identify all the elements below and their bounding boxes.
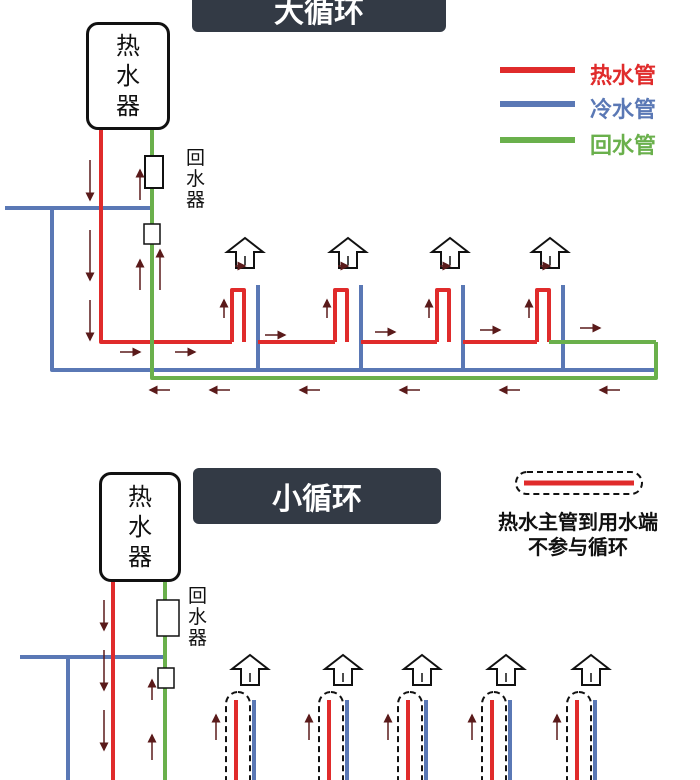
- small-faucet-icon-4: [485, 653, 527, 686]
- small-faucet-icon-2: [322, 653, 364, 686]
- small-return-device-icon: [156, 599, 180, 637]
- cold-supply-pipe: [50, 208, 657, 372]
- small-loop-return-device-label: 回水器: [188, 585, 208, 649]
- pump-icon: [143, 223, 161, 245]
- return-device-icon: [144, 155, 164, 189]
- note-dashed-capsule: [515, 471, 643, 495]
- note-line-2: 不参与循环: [528, 535, 628, 559]
- big-loop-heater: 热 水 器: [86, 22, 170, 130]
- dashed-outline-5: [566, 691, 592, 780]
- hot-riser-3: [435, 288, 451, 342]
- hot-riser-1: [230, 288, 246, 342]
- heater-char-3: 器: [128, 543, 152, 571]
- heater-char-1: 热: [116, 32, 140, 60]
- faucet-icon-2: [327, 236, 369, 269]
- heater-char-2: 水: [116, 62, 140, 90]
- return-pipe: [150, 130, 658, 380]
- faucet-icon-1: [224, 236, 266, 269]
- small-faucet-icon-3: [401, 653, 443, 686]
- small-loop-note: 热水主管到用水端 不参与循环: [458, 510, 698, 560]
- big-loop-title: 大循环: [192, 0, 446, 32]
- big-loop-return-device-label: 回水器: [186, 147, 206, 211]
- small-loop-title-text: 小循环: [272, 482, 362, 517]
- hot-supply-pipe: [99, 130, 232, 344]
- small-pump-icon: [157, 667, 175, 689]
- legend-hot-label: 热水管: [590, 64, 657, 89]
- heater-char-3: 器: [116, 92, 140, 120]
- small-faucet-icon-5: [570, 653, 612, 686]
- dashed-outline-1: [225, 691, 251, 780]
- dashed-outline-3: [397, 691, 423, 780]
- legend-return-label: 回水管: [590, 134, 657, 159]
- note-line-1: 热水主管到用水端: [498, 510, 658, 534]
- heater-char-1: 热: [128, 483, 152, 511]
- legend-cold-label: 冷水管: [590, 98, 657, 123]
- hot-riser-4: [535, 288, 551, 342]
- dashed-outline-2: [318, 691, 344, 780]
- small-loop-title: 小循环: [193, 468, 441, 524]
- faucet-icon-4: [529, 236, 571, 269]
- dashed-outline-4: [481, 691, 507, 780]
- heater-char-2: 水: [128, 513, 152, 541]
- big-loop-title-text: 大循环: [274, 0, 364, 30]
- small-faucet-icon-1: [229, 653, 271, 686]
- small-loop-heater: 热 水 器: [99, 472, 181, 582]
- faucet-icon-3: [429, 236, 471, 269]
- hot-riser-2: [333, 288, 349, 342]
